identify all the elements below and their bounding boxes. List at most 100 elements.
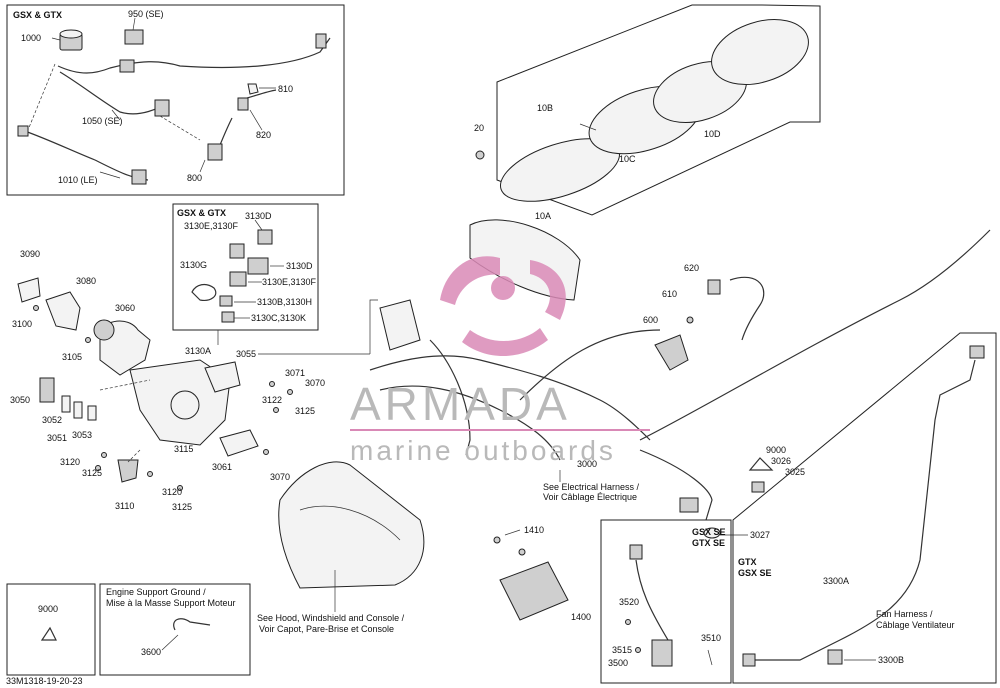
- label-3115: 3115: [174, 444, 193, 454]
- connector: [119, 59, 135, 73]
- connector-3130D: [257, 229, 273, 245]
- label-820: 820: [256, 130, 271, 140]
- label-10D: 10D: [704, 129, 721, 139]
- label-600: 600: [643, 315, 658, 325]
- label-3025: 3025: [785, 467, 805, 477]
- harness-to-3027: [639, 449, 713, 521]
- lanyard-cord: [729, 276, 765, 341]
- box-title: GSX & GTX: [13, 10, 62, 20]
- label-3125-a: 3125: [82, 468, 102, 478]
- part-810: [247, 83, 259, 95]
- label-3100: 3100: [12, 319, 32, 329]
- module-3500: [651, 639, 673, 667]
- label-3300B: 3300B: [878, 655, 904, 665]
- label-3125-c: 3125: [295, 406, 315, 416]
- label-10A: 10A: [535, 211, 551, 221]
- label-3053: 3053: [72, 430, 92, 440]
- connector: [742, 653, 756, 667]
- see-hood: See Hood, Windshield and Console /: [257, 613, 405, 623]
- connector: [969, 345, 985, 359]
- watermark-logo: [491, 276, 515, 300]
- label-1400: 1400: [571, 612, 591, 622]
- connector-3130B: [219, 295, 233, 307]
- part-3110: [117, 459, 139, 483]
- dash-line: [159, 115, 201, 141]
- connector-3130E: [229, 243, 245, 259]
- box-engine-ground: [99, 583, 251, 676]
- label-3130E-3130F-right: 3130E,3130F: [262, 277, 317, 287]
- clip-3130G: [191, 283, 217, 301]
- label-3000: 3000: [577, 459, 597, 469]
- label-3122: 3122: [262, 395, 282, 405]
- label-1410: 1410: [524, 525, 544, 535]
- label-3110: 3110: [115, 501, 134, 511]
- connector: [17, 125, 29, 137]
- connector: [315, 33, 327, 49]
- headlight-hood: [278, 461, 425, 589]
- main-harness-3000: [369, 355, 651, 441]
- harness-1010: [21, 129, 149, 181]
- ground-3600: [173, 618, 211, 631]
- part-800: [207, 143, 223, 161]
- actuator-top: [204, 361, 241, 393]
- box-title: GSX & GTX: [177, 208, 226, 218]
- dash-line: [27, 63, 56, 131]
- part-3050: [39, 377, 55, 403]
- harness-1050-top: [57, 37, 331, 74]
- label-3070-b: 3070: [270, 472, 290, 482]
- connector: [154, 99, 170, 117]
- clip-9000: [748, 457, 774, 471]
- label-3510: 3510: [701, 633, 721, 643]
- connector: [629, 544, 643, 560]
- label-3520: 3520: [619, 597, 639, 607]
- part-3051: [73, 401, 83, 419]
- engine-support-ground: Engine Support Ground /: [106, 587, 206, 597]
- bracket-hole: [170, 390, 200, 420]
- label-3105: 3105: [62, 352, 82, 362]
- label-3027: 3027: [750, 530, 770, 540]
- document-code: 33M1318-19-20-23: [6, 676, 83, 686]
- label-3071: 3071: [285, 368, 305, 378]
- main-harness-branch: [519, 329, 661, 401]
- label-3055: 3055: [236, 349, 256, 359]
- watermark-tagline: marine outboards: [350, 435, 616, 466]
- dash-line: [99, 379, 151, 391]
- part-3025: [751, 481, 765, 493]
- switch-1000-cap: [59, 29, 83, 39]
- label-3500: 3500: [608, 658, 628, 668]
- long-harness: [639, 229, 991, 441]
- box-gsx-gtx-se: [600, 519, 732, 684]
- label-810: 810: [278, 84, 293, 94]
- regulator-1400: [499, 561, 569, 621]
- label-20: 20: [474, 123, 484, 133]
- part-3300B: [827, 649, 843, 665]
- box-title: GSX SE: [738, 568, 772, 578]
- label-10C: 10C: [619, 154, 636, 164]
- connector: [679, 497, 699, 513]
- box-title: GTX: [738, 557, 757, 567]
- part-3053: [87, 405, 97, 421]
- label-3600: 3600: [141, 647, 161, 657]
- harness-1050: [59, 71, 169, 115]
- label-620: 620: [684, 263, 699, 273]
- switch-950: [124, 29, 144, 45]
- label-3130A: 3130A: [185, 346, 211, 356]
- label-3130D: 3130D: [245, 211, 272, 221]
- label-3130E-3130F: 3130E,3130F: [184, 221, 239, 231]
- label-1010: 1010 (LE): [58, 175, 98, 185]
- key-620: [707, 279, 721, 295]
- label-3130C-3130K: 3130C,3130K: [251, 313, 306, 323]
- motor-3060: [93, 319, 115, 341]
- switch-600: [654, 334, 689, 371]
- fan-harness: Fan Harness /: [876, 609, 933, 619]
- label-9000: 9000: [766, 445, 786, 455]
- label-10B: 10B: [537, 103, 553, 113]
- label-1000: 1000: [21, 33, 41, 43]
- watermark: ARMADA marine outboards: [350, 256, 650, 466]
- part-3052: [61, 395, 71, 413]
- main-harness-branch: [429, 339, 471, 456]
- box-fan-harness: [732, 332, 997, 684]
- label-3070-a: 3070: [305, 378, 325, 388]
- label-3026: 3026: [771, 456, 791, 466]
